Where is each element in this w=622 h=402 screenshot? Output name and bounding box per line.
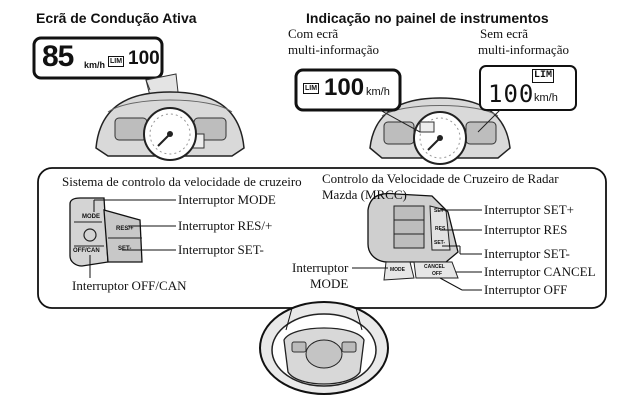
cruise-section-title: Sistema de controlo da velocidade de cru… (62, 174, 302, 189)
left-switch-pod (69, 197, 143, 267)
segment-set-speed: 100 (488, 80, 535, 108)
steering-wheel (259, 301, 389, 395)
label-res-switch: Interruptor RES/+ (178, 218, 273, 233)
note-with-display-1: Com ecrã (288, 26, 339, 41)
multi-info-display-box (294, 68, 402, 112)
left-btn-mode: MODE (82, 214, 100, 220)
label-mode-switch: Interruptor MODE (178, 192, 276, 207)
label-mode-switch-mrcc-1: Interruptor (292, 260, 349, 275)
hud-heading: Ecrã de Condução Ativa (36, 10, 197, 26)
left-instrument-cluster (95, 91, 245, 161)
label-offcan-switch: Interruptor OFF/CAN (72, 278, 187, 293)
right-btn-off: OFF (432, 271, 442, 277)
right-btn-mode: MODE (390, 267, 405, 273)
note-with-display-2: multi-informação (288, 42, 379, 57)
right-btn-setplus: SET+ (434, 208, 447, 214)
label-res-switch-mrcc: Interruptor RES (484, 222, 568, 237)
right-instrument-cluster (369, 97, 511, 165)
mrcc-section-title-1: Controlo da Velocidade de Cruzeiro de Ra… (322, 171, 559, 186)
label-setminus-switch: Interruptor SET- (484, 246, 570, 261)
label-set-switch: Interruptor SET- (178, 242, 264, 257)
segment-display-box (479, 65, 577, 111)
hud-display-box (32, 36, 164, 80)
label-mode-switch-mrcc-2: MODE (310, 276, 349, 291)
label-off-switch: Interruptor OFF (484, 282, 568, 297)
hud-set-speed: 100 (128, 48, 160, 69)
segment-lim-badge: LIM (532, 69, 555, 83)
note-without-display-1: Sem ecrã (480, 26, 529, 41)
left-btn-set: SET- (118, 246, 132, 252)
right-btn-res: RES (435, 226, 446, 232)
right-btn-setminus: SET- (434, 240, 446, 246)
hud-lim-badge: LIM (108, 56, 125, 67)
segment-unit: km/h (534, 92, 558, 104)
note-without-display-2: multi-informação (478, 42, 569, 57)
label-setplus-switch: Interruptor SET+ (484, 202, 575, 217)
hud-speed: 85 (42, 40, 74, 73)
multi-set-speed: 100 (324, 74, 365, 101)
right-btn-cancel: CANCEL (424, 264, 445, 270)
mrcc-section-title-2: Mazda (MRCC) (322, 187, 407, 202)
label-cancel-switch: Interruptor CANCEL (484, 264, 596, 279)
multi-lim-badge: LIM (303, 83, 320, 94)
left-btn-offcan: OFF/CAN (73, 248, 100, 254)
cluster-heading: Indicação no painel de instrumentos (306, 10, 549, 26)
left-btn-res: RES/+ (116, 226, 134, 232)
multi-unit: km/h (366, 86, 390, 98)
right-switch-pod (367, 192, 459, 281)
hud-unit: km/h (84, 60, 106, 70)
